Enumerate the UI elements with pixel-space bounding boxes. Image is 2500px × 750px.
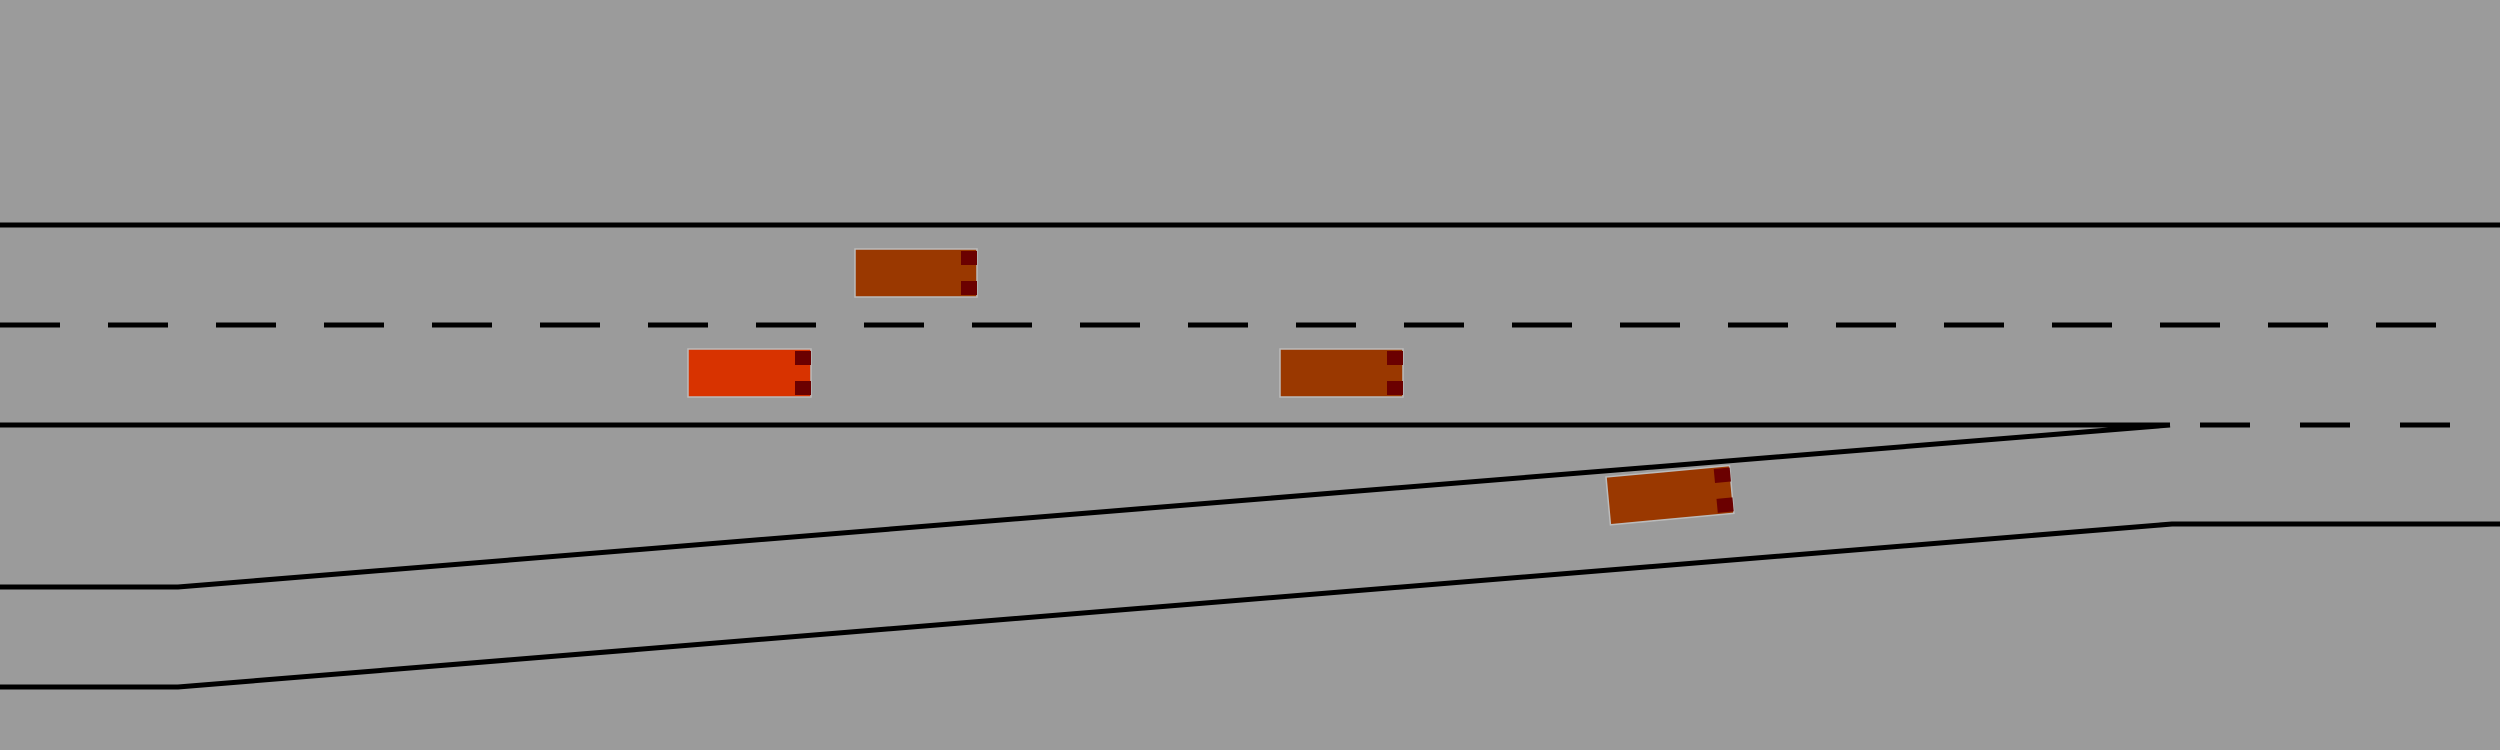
on-ramp-upper-edge xyxy=(0,422,2171,590)
vehicle-light-bottom xyxy=(961,281,977,295)
vehicle-light-top xyxy=(1387,351,1403,365)
vehicle-body xyxy=(854,248,978,298)
road-markings xyxy=(0,222,2500,690)
vehicles xyxy=(687,248,1735,526)
vehicle-car-2 xyxy=(1279,348,1404,398)
vehicle-car-1 xyxy=(854,248,978,298)
vehicle-body xyxy=(1279,348,1404,398)
vehicle-light-bottom xyxy=(1387,381,1403,395)
on-ramp-lower-edge xyxy=(0,521,2500,690)
vehicle-light-top xyxy=(795,351,811,365)
vehicle-body xyxy=(1605,464,1735,526)
vehicle-ego xyxy=(687,348,812,398)
vehicle-light-top xyxy=(961,251,977,265)
vehicle-body xyxy=(687,348,812,398)
vehicle-car-3 xyxy=(1605,464,1735,526)
vehicle-light-bottom xyxy=(795,381,811,395)
vehicle-light-bottom xyxy=(1716,497,1734,513)
vehicle-light-top xyxy=(1713,467,1731,483)
